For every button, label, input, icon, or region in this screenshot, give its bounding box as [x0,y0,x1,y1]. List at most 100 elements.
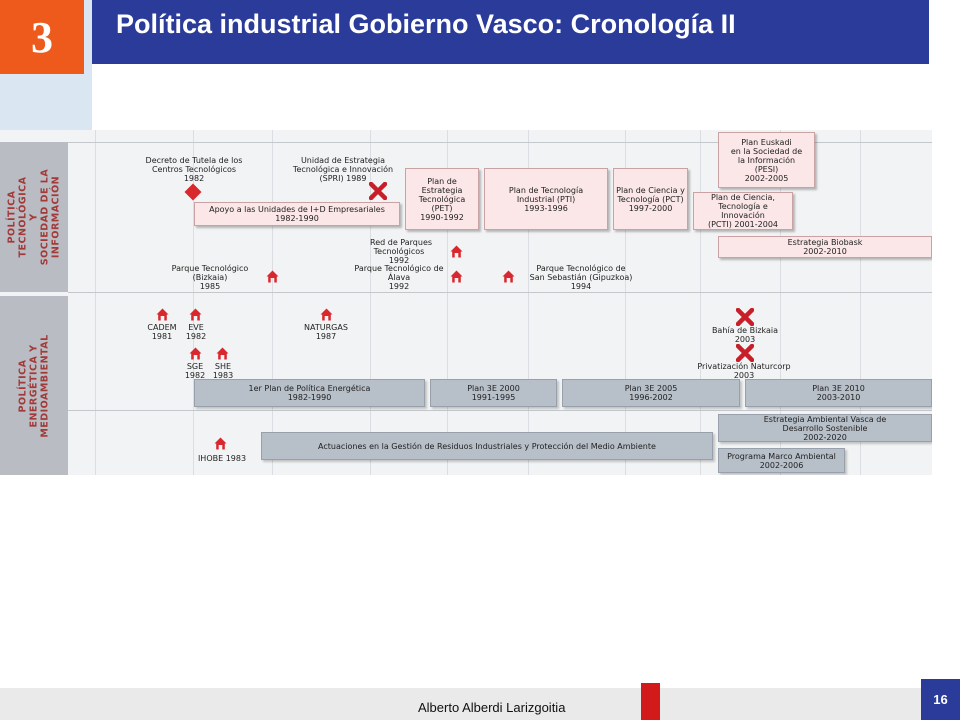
plan-energetica-box: 1er Plan de Política Energética 1982-199… [194,379,425,407]
house-marker-icon [156,308,169,321]
band-label-line: POLÍTICA [6,190,18,244]
box-line: la Información [737,155,796,165]
box-line: Tecnología e [718,202,768,211]
estrategia-ambiental-box: Estrategia Ambiental Vasca de Desarrollo… [718,414,932,442]
box-line: Estrategia [421,185,463,195]
grid-line [370,130,371,475]
band-title-energy: POLÍTICA ENERGÉTICA Y MEDIOAMBIENTAL [0,296,68,475]
label-line: San Sebastián (Gipuzkoa) [529,273,633,282]
grid-line [528,130,529,475]
label-line: Bahía de Bizkaia [711,326,779,335]
page-number: 16 [921,679,960,720]
band-label-line: INFORMACIÓN [50,175,62,259]
label-line: 1982 [184,371,206,380]
label-line: 1982 [183,174,205,183]
band-label-line: POLÍTICA [17,359,29,413]
label-line: Privatización Naturcorp [697,362,791,371]
diamond-marker-icon [184,183,202,201]
box-line: Plan de [427,176,457,186]
box-line: 1996-2002 [629,393,673,402]
grid-line [193,130,194,475]
label-line: Álava [387,273,411,282]
label-line: 1985 [199,282,221,291]
footer-bar [0,688,960,720]
label-line: Decreto de Tutela de los [145,156,243,165]
label-line: (Bizkaia) [192,273,228,282]
label-line: (SPRI) 1989 [319,174,367,183]
box-line: Apoyo a las Unidades de I+D Empresariale… [209,205,385,214]
house-marker-icon [189,347,202,360]
label-line: SHE [214,362,232,371]
house-marker-icon [450,245,463,258]
house-marker-icon [502,270,515,283]
page-title: Política industrial Gobierno Vasco: Cron… [116,9,736,39]
label-line: Unidad de Estrategia [300,156,386,165]
label-line: 1992 [388,256,410,265]
box-line: 1982-1990 [287,393,332,402]
box-line: 2002-2006 [759,460,804,470]
house-marker-icon [450,270,463,283]
pti-box: Plan de Tecnología Industrial (PTI) 1993… [484,168,608,230]
band-label-line: SOCIEDAD DE LA [39,168,51,266]
box-line: Programa Marco Ambiental [727,451,836,461]
label-line: EVE [188,323,204,332]
box-line: Estrategia Biobask [787,238,863,247]
box-line: Plan de Tecnología [508,185,584,195]
cross-marker-icon [369,182,387,200]
plan-3e-2010-box: Plan 3E 2010 2003-2010 [745,379,932,407]
grid-line [700,130,701,475]
row-separator [68,142,932,143]
plan-3e-2005-box: Plan 3E 2005 1996-2002 [562,379,740,407]
sge-label: SGE 1982 [180,362,210,380]
band-label-line: TECNOLÓGICA [17,176,29,258]
label-line: Tecnológicos [373,247,425,256]
house-marker-icon [214,437,227,450]
timeline-diagram: POLÍTICA TECNOLÓGICA Y SOCIEDAD DE LA IN… [0,130,932,475]
grid-line [447,130,448,475]
box-line: 1993-1996 [524,203,568,213]
pt-alava-label: Parque Tecnológico de Álava 1992 [344,264,454,291]
label-line: Red de Parques [370,238,433,247]
ihobe-label: IHOBE 1983 [197,454,247,463]
box-line: (PCTI) 2001-2004 [707,220,779,229]
pesi-box: Plan Euskadi en la Sociedad de la Inform… [718,132,815,188]
cadem-label: CADEM 1981 [142,323,182,341]
house-marker-icon [216,347,229,360]
title-bar: Política industrial Gobierno Vasco: Cron… [92,0,929,64]
bahia-label: Bahía de Bizkaia 2003 [700,326,790,344]
programa-marco-box: Programa Marco Ambiental 2002-2006 [718,448,845,473]
cross-marker-icon [736,308,754,326]
grid-line [272,130,273,475]
label-line: 1987 [315,332,337,341]
box-line: Plan 3E 2000 [467,384,520,393]
band-label-line: MEDIOAMBIENTAL [39,334,51,438]
decreto-label: Decreto de Tutela de los Centros Tecnoló… [132,156,256,183]
section-number-badge: 3 [0,0,84,74]
band-label-line: ENERGÉTICA Y [28,344,40,428]
apoyo-box: Apoyo a las Unidades de I+D Empresariale… [194,202,400,226]
label-line: Tecnológica e Innovación [292,165,394,174]
label-line: Centros Tecnológicos [151,165,237,174]
box-line: (PET) [431,203,453,213]
label-line: 2003 [733,371,755,380]
label-line: 2003 [734,335,756,344]
band-label-line: Y [28,213,40,221]
house-marker-icon [320,308,333,321]
privatizacion-label: Privatización Naturcorp 2003 [684,362,804,380]
label-line: SGE [186,362,204,371]
label-line: CADEM [147,323,177,332]
grid-line [95,130,96,475]
red-parques-label: Red de Parques Tecnológicos 1992 [370,238,433,265]
box-line: 1990-1992 [420,212,464,222]
box-line: Industrial (PTI) [516,194,576,204]
box-line: en la Sociedad de [730,146,803,156]
box-line: 1991-1995 [471,393,516,402]
box-line: 1982-1990 [275,214,319,223]
actuaciones-box: Actuaciones en la Gestión de Residuos In… [261,432,713,460]
spri-label: Unidad de Estrategia Tecnológica e Innov… [280,156,406,183]
box-line: Tecnológica [418,194,466,204]
band-title-technology: POLÍTICA TECNOLÓGICA Y SOCIEDAD DE LA IN… [0,142,68,292]
box-line: Actuaciones en la Gestión de Residuos In… [318,441,656,451]
label-line: 1983 [212,371,234,380]
biobask-box: Estrategia Biobask 2002-2010 [718,236,932,258]
